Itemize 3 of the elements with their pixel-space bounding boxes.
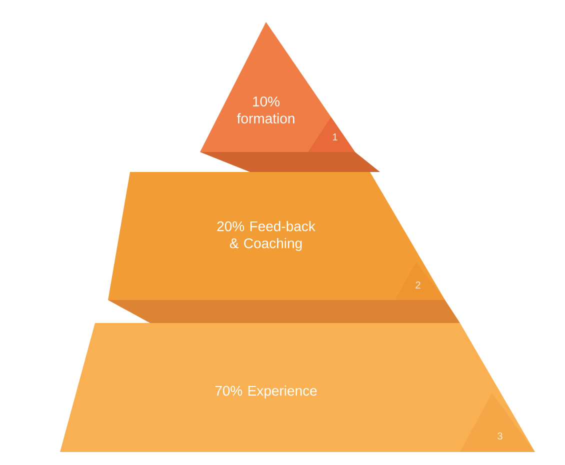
pyramid-level: 70% Experience 3	[60, 323, 535, 452]
pyramid-level: 20% Feed-back & Coaching 2	[108, 172, 445, 300]
pyramid-level: 10% formation 1	[200, 22, 355, 152]
